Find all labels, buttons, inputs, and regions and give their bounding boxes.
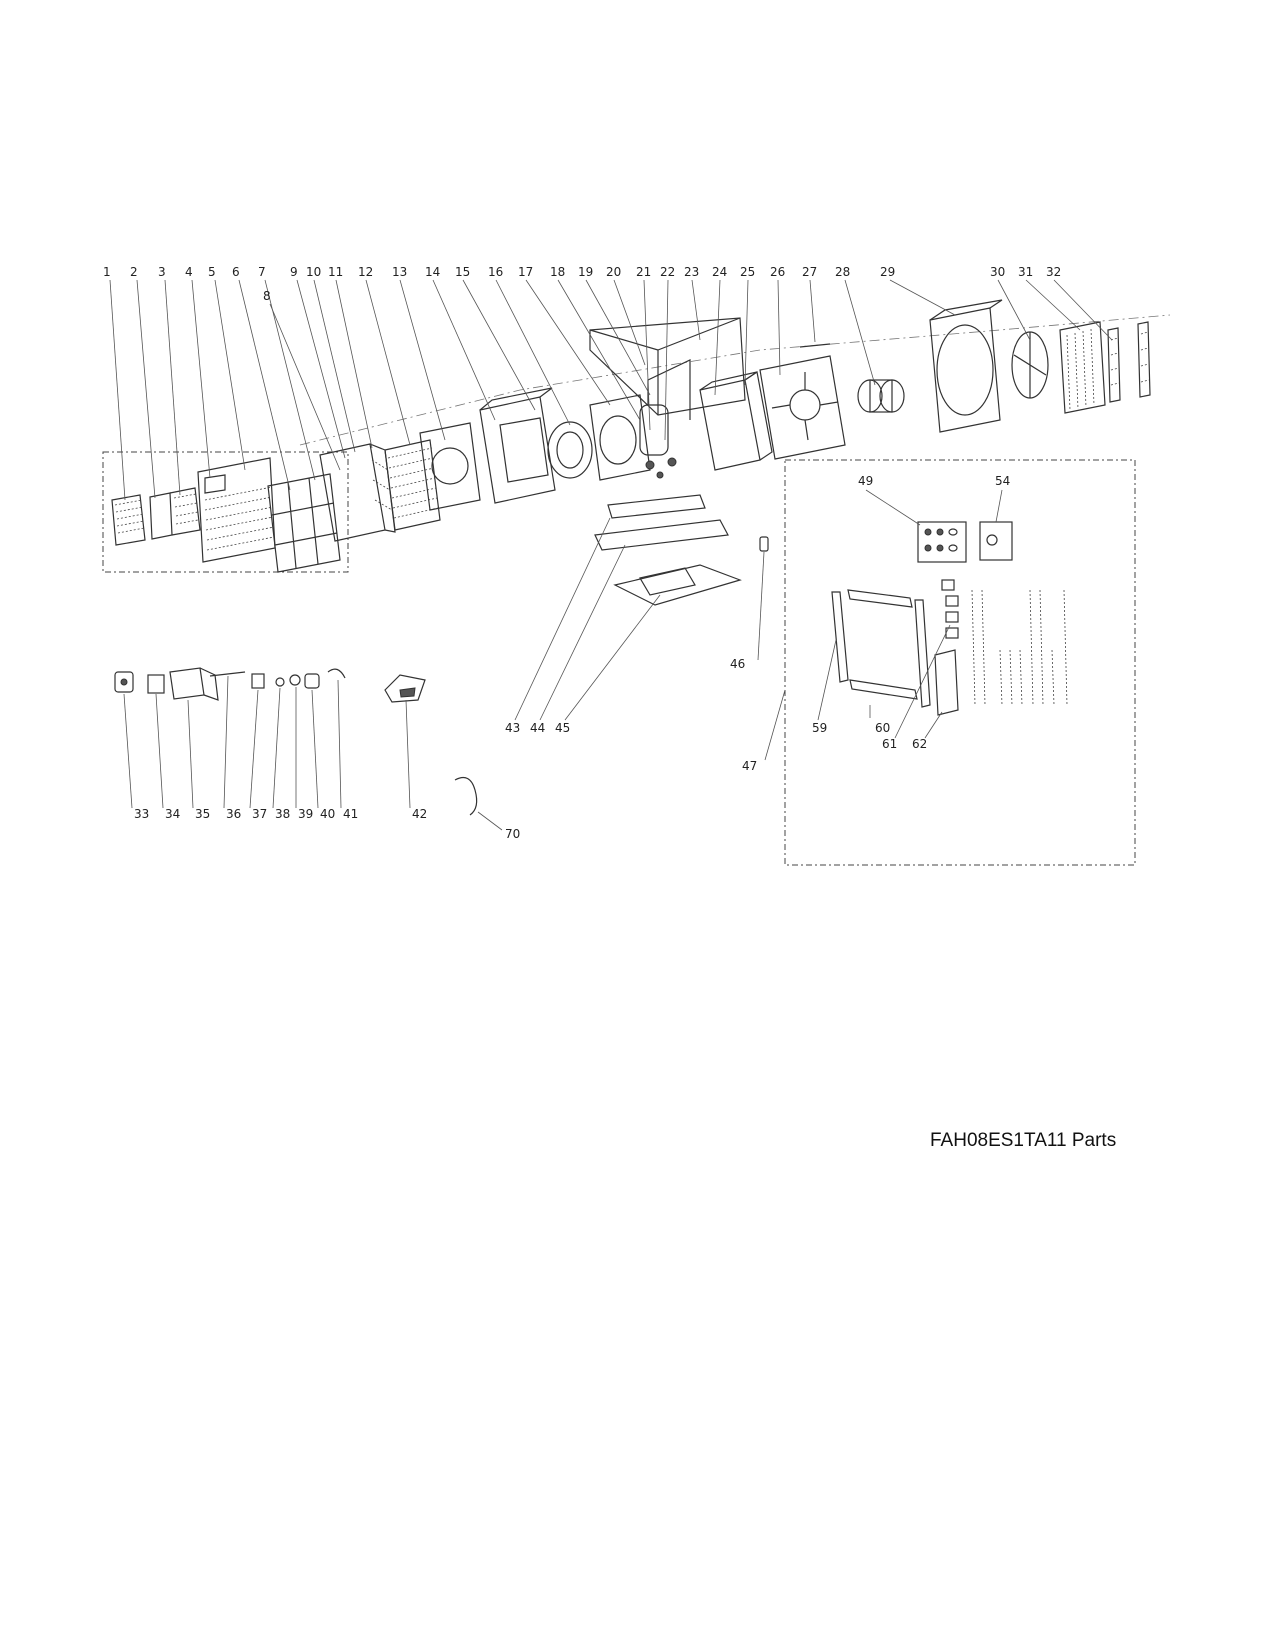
callout-label: 40 <box>320 807 335 821</box>
callout-label: 59 <box>812 721 827 735</box>
callout-label: 19 <box>578 265 593 279</box>
callout-label: 46 <box>730 657 745 671</box>
part-condenser-coil <box>1059 321 1106 414</box>
callout-label: 26 <box>770 265 785 279</box>
callout-label: 16 <box>488 265 503 279</box>
callout-label: 18 <box>550 265 565 279</box>
callout-label: 30 <box>990 265 1005 279</box>
callout-label: 41 <box>343 807 358 821</box>
callout-label: 27 <box>802 265 817 279</box>
callout-label: 14 <box>425 265 440 279</box>
part-power-cord <box>454 777 478 816</box>
part-drain-cap <box>384 674 426 703</box>
part-front-grille <box>111 494 146 546</box>
callout-label: 49 <box>858 474 873 488</box>
part-orifice-panel <box>419 422 481 511</box>
part-base-pan <box>594 494 742 606</box>
callout-label: 54 <box>995 474 1010 488</box>
callout-label: 24 <box>712 265 727 279</box>
part-condenser-fan-blade <box>1011 331 1049 399</box>
callout-label: 34 <box>165 807 180 821</box>
callout-label: 33 <box>134 807 149 821</box>
callout-label: 70 <box>505 827 520 841</box>
part-compressor <box>639 359 691 479</box>
callout-label: 60 <box>875 721 890 735</box>
callout-label: 11 <box>328 265 343 279</box>
callout-label: 12 <box>358 265 373 279</box>
part-side-curtain-kit <box>831 579 1068 716</box>
bottom-callouts: 33 34 35 36 37 38 39 40 41 42 43 44 45 4… <box>123 517 951 841</box>
part-washer <box>289 674 301 686</box>
part-bushing <box>304 673 320 689</box>
callout-label: 13 <box>392 265 407 279</box>
part-remote-control <box>114 671 134 693</box>
callout-label: 39 <box>298 807 313 821</box>
callout-label: 21 <box>636 265 651 279</box>
callout-label: 20 <box>606 265 621 279</box>
part-nut <box>275 677 285 687</box>
callout-label: 4 <box>185 265 193 279</box>
part-capacitor <box>759 536 769 552</box>
callout-label: 17 <box>518 265 533 279</box>
callout-label: 3 <box>158 265 166 279</box>
callout-label: 8 <box>263 289 271 303</box>
callout-label: 10 <box>306 265 321 279</box>
callout-label: 31 <box>1018 265 1033 279</box>
part-scroll-housing <box>589 394 651 481</box>
part-motor-mount-plate <box>759 355 846 460</box>
part-evaporator-housing <box>479 387 556 504</box>
callout-label: 36 <box>226 807 241 821</box>
part-fan-motor <box>857 379 905 413</box>
callout-label: 15 <box>455 265 470 279</box>
callout-label: 35 <box>195 807 210 821</box>
callout-label: 29 <box>880 265 895 279</box>
part-clip <box>327 668 346 679</box>
top-callouts: 1 2 3 4 5 6 7 8 9 10 11 12 13 14 15 16 1… <box>103 265 1113 501</box>
part-rod <box>209 671 246 677</box>
part-rear-grille <box>1107 321 1151 403</box>
assembly-axis <box>299 314 1171 446</box>
callout-label: 42 <box>412 807 427 821</box>
callout-label: 23 <box>684 265 699 279</box>
callout-label: 61 <box>882 737 897 751</box>
callout-label: 44 <box>530 721 545 735</box>
callout-label: 62 <box>912 737 927 751</box>
callout-label: 2 <box>130 265 138 279</box>
part-evaporator-coil <box>384 439 441 531</box>
callout-label: 5 <box>208 265 216 279</box>
part-partition-box <box>699 370 773 471</box>
callout-label: 47 <box>742 759 757 773</box>
callout-label: 1 <box>103 265 111 279</box>
part-manual <box>979 521 1013 561</box>
callout-label: 43 <box>505 721 520 735</box>
callout-label: 28 <box>835 265 850 279</box>
callout-label: 38 <box>275 807 290 821</box>
front-panel-group-box <box>102 451 349 573</box>
part-hardware-kit <box>917 521 967 563</box>
callout-label: 9 <box>290 265 298 279</box>
callout-label: 6 <box>232 265 240 279</box>
part-air-filter <box>267 473 341 573</box>
callout-label: 37 <box>252 807 267 821</box>
part-spacer <box>251 673 265 689</box>
part-label <box>147 674 165 694</box>
part-louver-assembly <box>149 487 201 540</box>
installation-kit-group-box <box>784 459 1136 866</box>
part-blower-wheel <box>547 421 593 479</box>
callout-label: 32 <box>1046 265 1061 279</box>
diagram-caption: FAH08ES1TA11 Parts <box>930 1130 1117 1151</box>
kit-callouts: 49 54 <box>858 474 1010 526</box>
callout-label: 22 <box>660 265 675 279</box>
part-shaft-pin <box>799 343 831 348</box>
part-control-housing <box>319 443 396 542</box>
part-bracket <box>169 667 219 701</box>
callout-label: 25 <box>740 265 755 279</box>
callout-label: 45 <box>555 721 570 735</box>
part-condenser-shroud <box>929 299 1003 433</box>
callout-label: 7 <box>258 265 266 279</box>
